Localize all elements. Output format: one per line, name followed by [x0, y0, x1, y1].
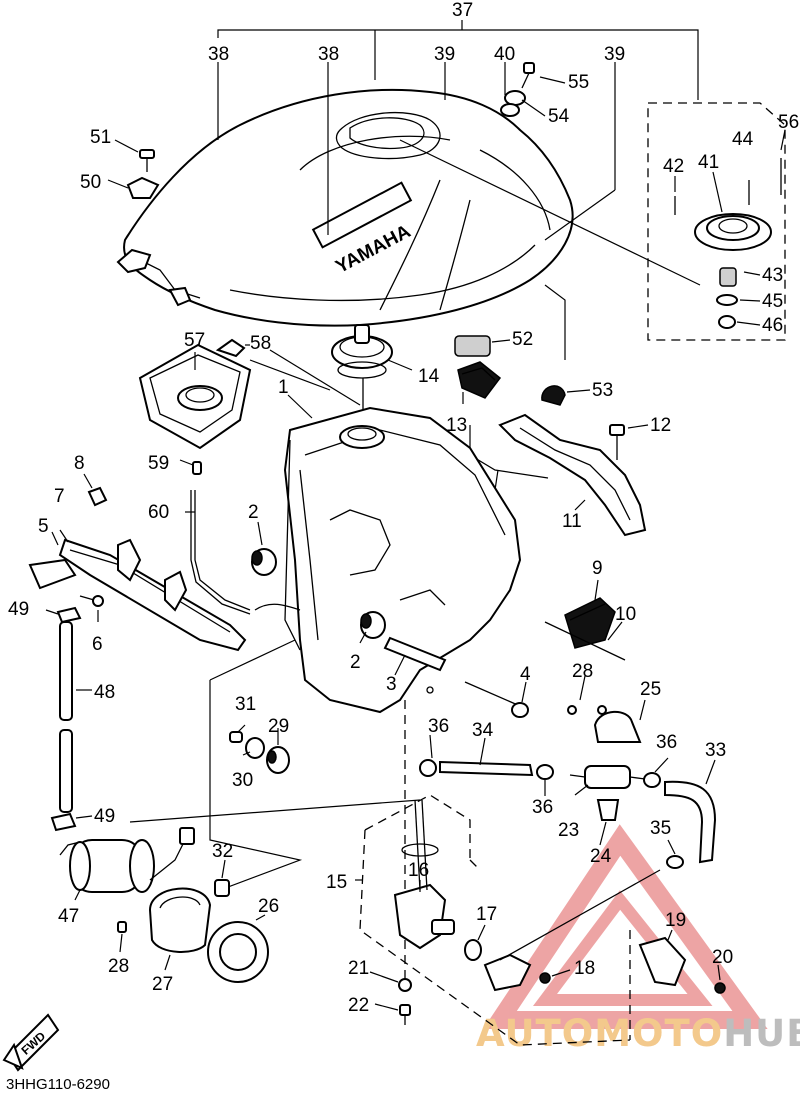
callout-5: 5	[38, 516, 49, 537]
callout-53: 53	[592, 380, 613, 401]
callout-56: 56	[778, 112, 799, 133]
part-52-53-dampers	[454, 284, 591, 406]
callout-15: 15	[326, 872, 347, 893]
part-9-10-rear-mount	[544, 579, 626, 661]
leaders-top	[217, 62, 701, 286]
callout-39-right: 39	[604, 44, 625, 65]
callout-35: 35	[650, 818, 671, 839]
callout-13: 13	[446, 415, 467, 436]
callout-38-right: 38	[318, 44, 339, 65]
part-3-4-collar-bolt	[383, 636, 529, 718]
reference-code: 3HHG110-6290	[6, 1076, 110, 1093]
callout-20: 20	[712, 947, 733, 968]
callout-45: 45	[762, 291, 783, 312]
group-bracket-37	[217, 20, 699, 100]
callout-16: 16	[408, 860, 429, 881]
part-48-49-hose	[45, 606, 93, 832]
callout-39-left: 39	[434, 44, 455, 65]
callout-6: 6	[92, 634, 103, 655]
callout-38-left: 38	[208, 44, 229, 65]
callout-54: 54	[548, 106, 570, 127]
part-59-60-breather	[179, 459, 301, 615]
callout-37: 37	[452, 0, 473, 21]
part-57-58-filler-plate	[138, 338, 361, 450]
callout-10: 10	[615, 604, 636, 625]
callout-33: 33	[705, 740, 726, 761]
callout-2-bottom: 2	[350, 652, 361, 673]
callout-34: 34	[472, 720, 494, 741]
callout-17: 17	[476, 904, 497, 925]
part-1-fuel-tank	[283, 394, 522, 714]
part-19-20-knob	[638, 929, 726, 994]
watermark-text-part2: HUB	[723, 1012, 800, 1055]
callout-12: 12	[650, 415, 671, 436]
callout-44: 44	[732, 129, 754, 150]
callout-1: 1	[278, 377, 289, 398]
watermark-text-part1: AUTOMOTO	[476, 1012, 724, 1055]
callout-49-bottom: 49	[94, 806, 115, 827]
tank-cover: YAMAHA	[116, 88, 574, 327]
callout-21: 21	[348, 958, 369, 979]
callout-48: 48	[94, 682, 115, 703]
callout-58: 58	[250, 333, 271, 354]
callout-24: 24	[590, 846, 612, 867]
callout-60: 60	[148, 502, 169, 523]
part-2-grommets	[251, 521, 386, 644]
callout-labels: 37 38 38 39 40 39 55 54 51 50 56 44 42 4…	[8, 0, 799, 1016]
callout-28-right: 28	[572, 661, 593, 682]
part-33-34-35-36-hoses	[419, 734, 717, 869]
watermark-text: AUTOMOTOHUB	[476, 1012, 800, 1055]
callout-52: 52	[512, 329, 533, 350]
callout-9: 9	[592, 558, 603, 579]
callout-59: 59	[148, 453, 169, 474]
callout-55: 55	[568, 72, 589, 93]
callout-27: 27	[152, 974, 173, 995]
part-5-6-7-8-front-bracket	[28, 473, 247, 652]
callout-22: 22	[348, 995, 369, 1016]
part-23-24-25-28-filter	[567, 675, 646, 846]
part-47-fuel-pump-assembly	[59, 799, 421, 983]
callout-49-top: 49	[8, 599, 29, 620]
callout-47: 47	[58, 906, 79, 927]
filler-cap-ring-box	[647, 102, 786, 341]
callout-19: 19	[665, 910, 686, 931]
callout-51: 51	[90, 127, 111, 148]
callout-40: 40	[494, 44, 515, 65]
callout-31: 31	[235, 694, 256, 715]
callout-14: 14	[418, 366, 440, 387]
callout-26: 26	[258, 896, 279, 917]
callout-36-left: 36	[428, 716, 449, 737]
callout-30: 30	[232, 770, 253, 791]
callout-41: 41	[698, 152, 719, 173]
callout-29: 29	[268, 716, 289, 737]
callout-36-right: 36	[656, 732, 677, 753]
callout-46: 46	[762, 315, 783, 336]
callout-18: 18	[574, 958, 595, 979]
callout-25: 25	[640, 679, 661, 700]
callout-36-mid: 36	[532, 797, 553, 818]
part-54-55-collar-screw	[500, 62, 566, 117]
part-29-30-31-grommets	[209, 639, 303, 891]
callout-28-left: 28	[108, 956, 129, 977]
callout-11: 11	[562, 511, 582, 532]
callout-32: 32	[212, 841, 233, 862]
part-14-fuel-cap	[331, 324, 413, 415]
callout-3: 3	[386, 674, 397, 695]
callout-4: 4	[520, 664, 531, 685]
part-11-12-13-rear-bracket	[457, 361, 649, 537]
forward-direction-arrow: FWD	[2, 1013, 60, 1072]
part-50-51-rubber-bolt	[107, 139, 160, 199]
callout-57: 57	[184, 330, 205, 351]
callout-42: 42	[663, 156, 684, 177]
callout-43: 43	[762, 265, 783, 286]
callout-23: 23	[558, 820, 579, 841]
part-15-fuel-cock-group	[355, 700, 661, 1046]
callout-2-top: 2	[248, 502, 259, 523]
callout-50: 50	[80, 172, 101, 193]
callout-7: 7	[54, 486, 65, 507]
callout-8: 8	[74, 453, 85, 474]
